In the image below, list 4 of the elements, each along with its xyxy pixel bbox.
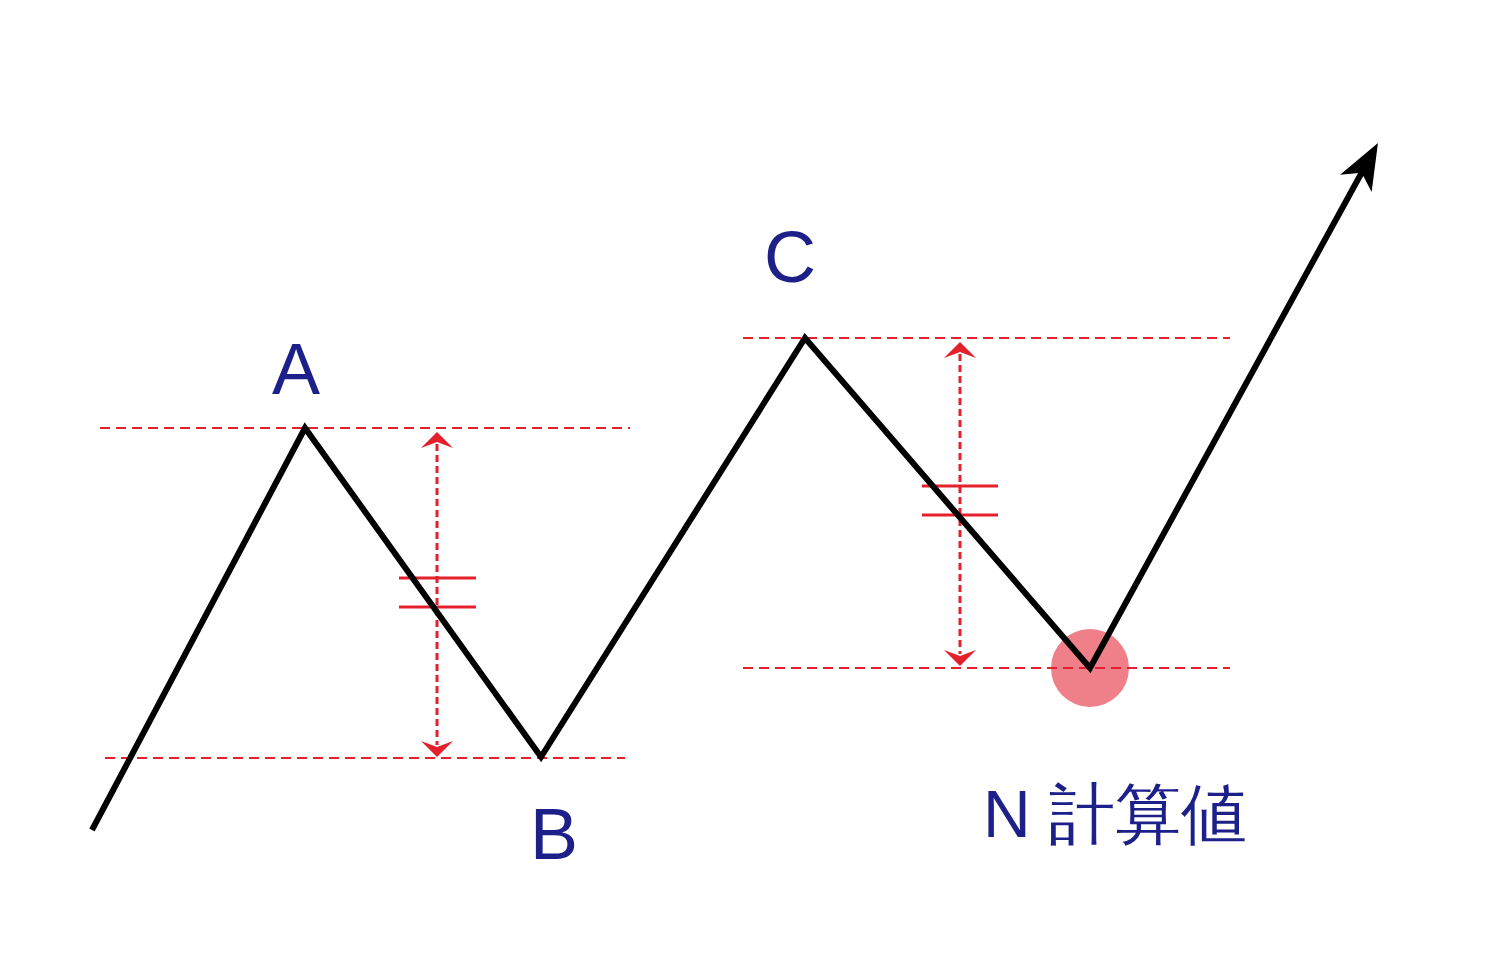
point-label: B [530, 798, 579, 870]
point-label: C [764, 221, 816, 293]
point-label: N 計算値 [983, 781, 1247, 847]
point-label: A [272, 333, 321, 405]
